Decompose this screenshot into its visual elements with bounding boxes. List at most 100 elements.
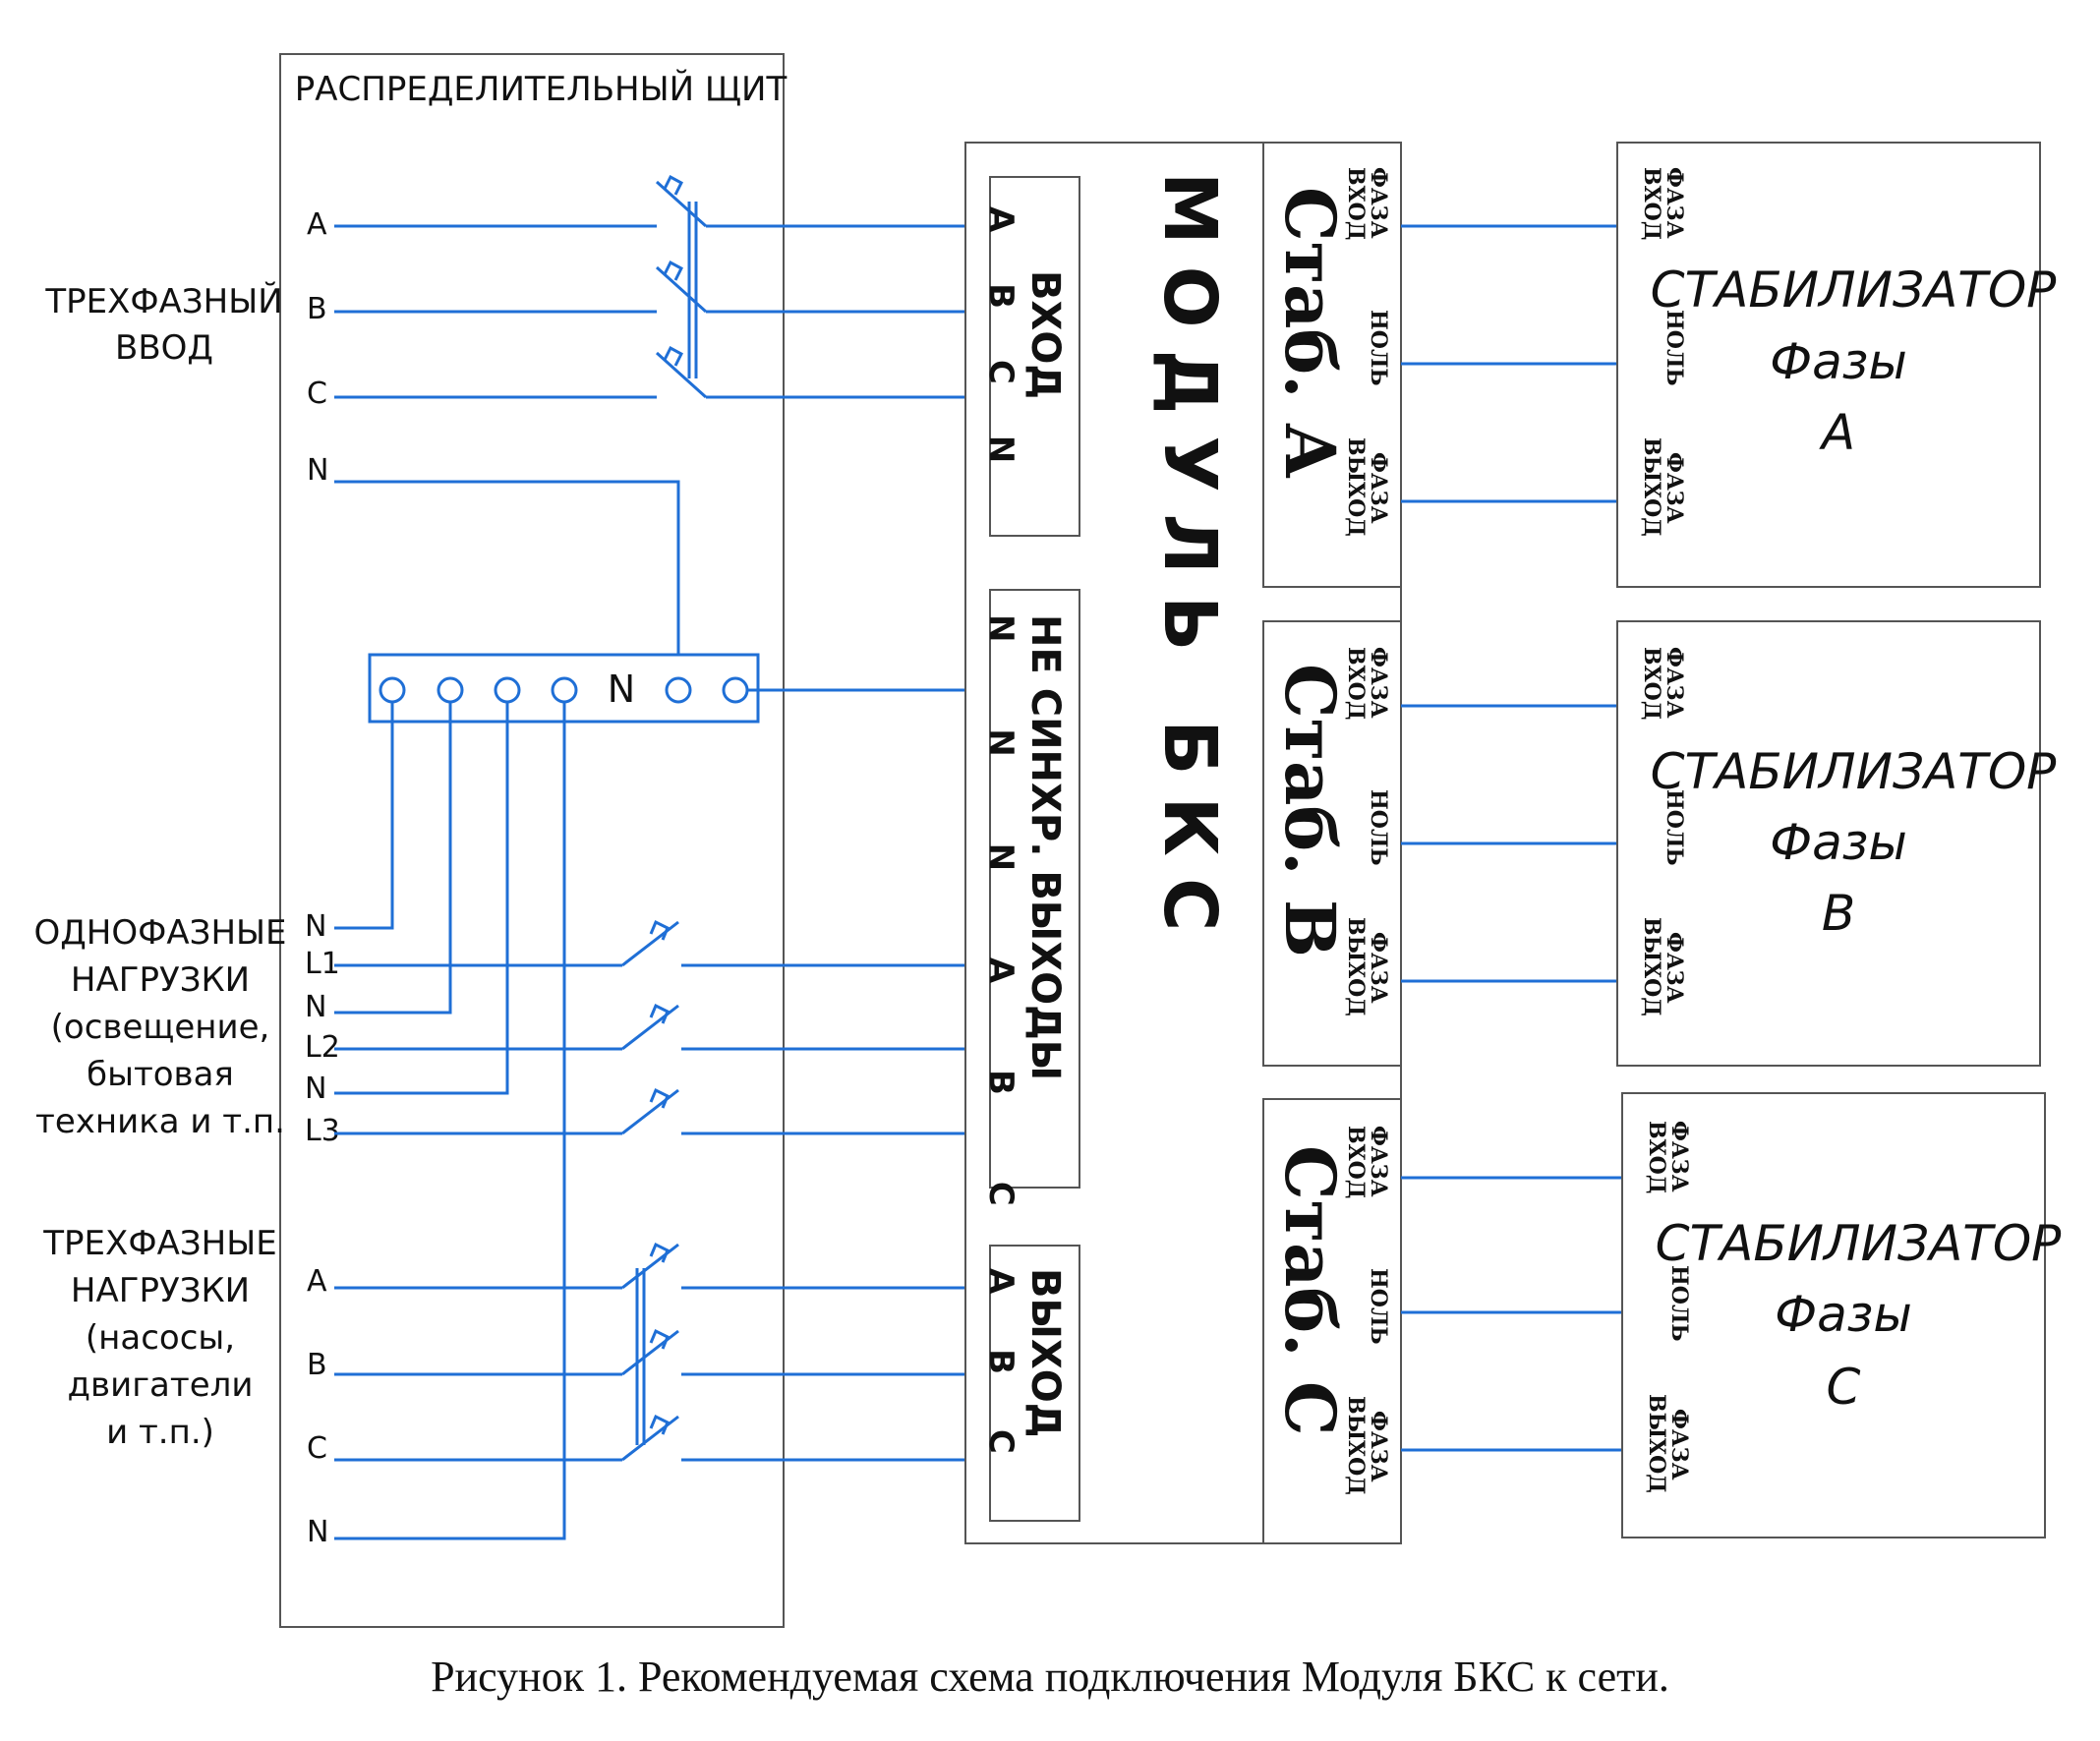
svg-text:НАГРУЗКИ: НАГРУЗКИ (71, 1271, 250, 1310)
load-line-labels: A B C N (307, 1264, 328, 1549)
svg-text:N: N (307, 1515, 328, 1549)
svg-text:ФАЗА: ФАЗА (1366, 647, 1391, 719)
neutral-bus-label: N (608, 667, 635, 711)
svg-text:двигатели: двигатели (68, 1365, 254, 1405)
svg-text:B: B (307, 1348, 327, 1382)
stab-section-c: Стаб. С ВХОД ФАЗА НОЛЬ ВЫХОД ФАЗА (1262, 1098, 1402, 1544)
figure-caption: Рисунок 1. Рекомендуемая схема подключен… (431, 1653, 1669, 1701)
svg-text:ВХОД: ВХОД (1343, 1126, 1369, 1198)
svg-text:ВЫХОД: ВЫХОД (1639, 917, 1664, 1016)
svg-text:НОЛЬ: НОЛЬ (1366, 1268, 1391, 1345)
input-line-labels: A B C N (307, 207, 328, 488)
svg-text:Стаб. В: Стаб. В (1269, 664, 1351, 958)
single-phase-breakers (621, 919, 679, 1135)
svg-text:ФАЗА: ФАЗА (1666, 1409, 1692, 1480)
svg-text:L1: L1 (305, 947, 340, 981)
panel-title: РАСПРЕДЕЛИТЕЛЬНЫЙ ЩИТ (295, 69, 788, 109)
svg-text:Стаб. С: Стаб. С (1269, 1145, 1351, 1436)
svg-text:Фазы: Фазы (1775, 1286, 1912, 1343)
svg-text:N: N (305, 990, 326, 1024)
input-breaker (655, 174, 708, 399)
svg-text:ФАЗА: ФАЗА (1662, 647, 1687, 719)
svg-text:и т.п.): и т.п.) (106, 1413, 214, 1452)
svg-text:A B C N: A B C N (981, 206, 1021, 483)
svg-text:L2: L2 (305, 1030, 340, 1065)
svg-text:ВХОД: ВХОД (1343, 167, 1369, 240)
svg-text:НОЛЬ: НОЛЬ (1662, 310, 1687, 386)
svg-text:НОЛЬ: НОЛЬ (1366, 310, 1391, 386)
svg-text:ФАЗА: ФАЗА (1366, 167, 1391, 239)
svg-text:ВХОД: ВХОД (1343, 647, 1369, 720)
svg-text:Фазы: Фазы (1770, 814, 1907, 871)
svg-text:ВХОД: ВХОД (1639, 167, 1664, 240)
svg-text:ВХОД: ВХОД (1022, 270, 1068, 399)
svg-text:ВЫХОД: ВЫХОД (1343, 917, 1369, 1016)
svg-text:СТАБИЛИЗАТОР: СТАБИЛИЗАТОР (1651, 261, 2058, 319)
svg-text:В: В (1822, 885, 1855, 942)
svg-text:СТАБИЛИЗАТОР: СТАБИЛИЗАТОР (1651, 743, 2058, 800)
stabilizer-c: ВХОД ФАЗА НОЛЬ ВЫХОД ФАЗА СТАБИЛИЗАТОР Ф… (1621, 1092, 2063, 1538)
svg-text:СТАБИЛИЗАТОР: СТАБИЛИЗАТОР (1656, 1215, 2063, 1272)
svg-text:ФАЗА: ФАЗА (1366, 1411, 1391, 1482)
svg-text:ОДНОФАЗНЫЕ: ОДНОФАЗНЫЕ (33, 913, 286, 953)
svg-text:(насосы,: (насосы, (86, 1318, 235, 1358)
single-phase-wires (334, 963, 965, 1135)
distribution-panel (279, 53, 785, 1628)
svg-text:ФАЗА: ФАЗА (1662, 932, 1687, 1004)
module-unsync-block: НЕ СИНХР. ВЫХОДЫ N N N A B C (981, 589, 1080, 1244)
svg-text:ВЫХОД: ВЫХОД (1343, 1396, 1369, 1495)
svg-text:ТРЕХФАЗНЫЙ: ТРЕХФАЗНЫЙ (44, 281, 282, 321)
svg-text:ТРЕХФАЗНЫЕ: ТРЕХФАЗНЫЕ (42, 1224, 276, 1263)
input-wires (334, 224, 965, 688)
svg-text:N: N (305, 909, 326, 944)
svg-text:ФАЗА: ФАЗА (1662, 167, 1687, 239)
stabilizer-wires (1401, 224, 1622, 1452)
svg-text:ВЫХОД: ВЫХОД (1022, 1268, 1068, 1437)
svg-text:N N N A B C: N N N A B C (981, 614, 1021, 1244)
svg-text:ВЫХОД: ВЫХОД (1639, 437, 1664, 537)
svg-text:ФАЗА: ФАЗА (1366, 452, 1391, 524)
single-line-labels: N L1 N L2 N L3 (305, 909, 340, 1148)
svg-text:ВЫХОД: ВЫХОД (1343, 437, 1369, 537)
stabilizer-b: ВХОД ФАЗА НОЛЬ ВЫХОД ФАЗА СТАБИЛИЗАТОР Ф… (1616, 620, 2058, 1067)
svg-text:ФАЗА: ФАЗА (1666, 1121, 1692, 1192)
svg-text:ВЫХОД: ВЫХОД (1644, 1394, 1669, 1493)
single-phase-loads-label: ОДНОФАЗНЫЕ НАГРУЗКИ (освещение, бытовая … (33, 913, 286, 1141)
svg-text:бытовая: бытовая (87, 1055, 234, 1094)
module-title: МОДУЛЬ БКС (1147, 172, 1232, 953)
svg-text:A B C: A B C (981, 1268, 1021, 1476)
svg-text:ФАЗА: ФАЗА (1662, 452, 1687, 524)
load-wires (334, 1286, 965, 1462)
svg-text:ВХОД: ВХОД (1644, 1121, 1669, 1193)
svg-text:Фазы: Фазы (1770, 333, 1907, 390)
svg-text:(освещение,: (освещение, (51, 1008, 270, 1047)
stab-section-a: Стаб. А ВХОД ФАЗА НОЛЬ ВЫХОД ФАЗА (1262, 142, 1402, 588)
three-phase-loads-label: ТРЕХФАЗНЫЕ НАГРУЗКИ (насосы, двигатели и… (42, 1224, 276, 1452)
svg-text:ФАЗА: ФАЗА (1366, 932, 1391, 1004)
svg-text:НОЛЬ: НОЛЬ (1366, 789, 1391, 866)
module-input-block: ВХОД A B C N (981, 176, 1080, 537)
svg-text:L3: L3 (305, 1114, 340, 1148)
svg-text:C: C (307, 1431, 327, 1466)
module-output-block: ВЫХОД A B C (981, 1245, 1080, 1522)
svg-text:N: N (305, 1072, 326, 1106)
svg-text:ВВОД: ВВОД (115, 328, 213, 368)
svg-text:B: B (307, 292, 327, 326)
svg-text:N: N (307, 453, 328, 488)
stabilizer-a: ВХОД ФАЗА НОЛЬ ВЫХОД ФАЗА СТАБИЛИЗАТОР Ф… (1616, 142, 2058, 588)
svg-text:ФАЗА: ФАЗА (1366, 1126, 1391, 1197)
three-phase-input-label: ТРЕХФАЗНЫЙ ВВОД (44, 281, 282, 368)
svg-text:А: А (1819, 404, 1855, 461)
svg-text:С: С (1827, 1359, 1861, 1416)
svg-text:ВХОД: ВХОД (1639, 647, 1664, 720)
single-phase-neutral-wires (334, 702, 566, 1540)
svg-text:C: C (307, 377, 327, 411)
svg-text:A: A (307, 207, 327, 242)
svg-text:A: A (307, 1264, 327, 1299)
svg-text:НОЛЬ: НОЛЬ (1666, 1265, 1692, 1342)
svg-text:Стаб. А: Стаб. А (1269, 187, 1351, 479)
svg-text:техника и т.п.: техника и т.п. (35, 1102, 285, 1141)
svg-text:НЕ СИНХР. ВЫХОДЫ: НЕ СИНХР. ВЫХОДЫ (1022, 614, 1068, 1080)
load-breaker (621, 1242, 679, 1462)
stab-section-b: Стаб. В ВХОД ФАЗА НОЛЬ ВЫХОД ФАЗА (1262, 620, 1402, 1067)
